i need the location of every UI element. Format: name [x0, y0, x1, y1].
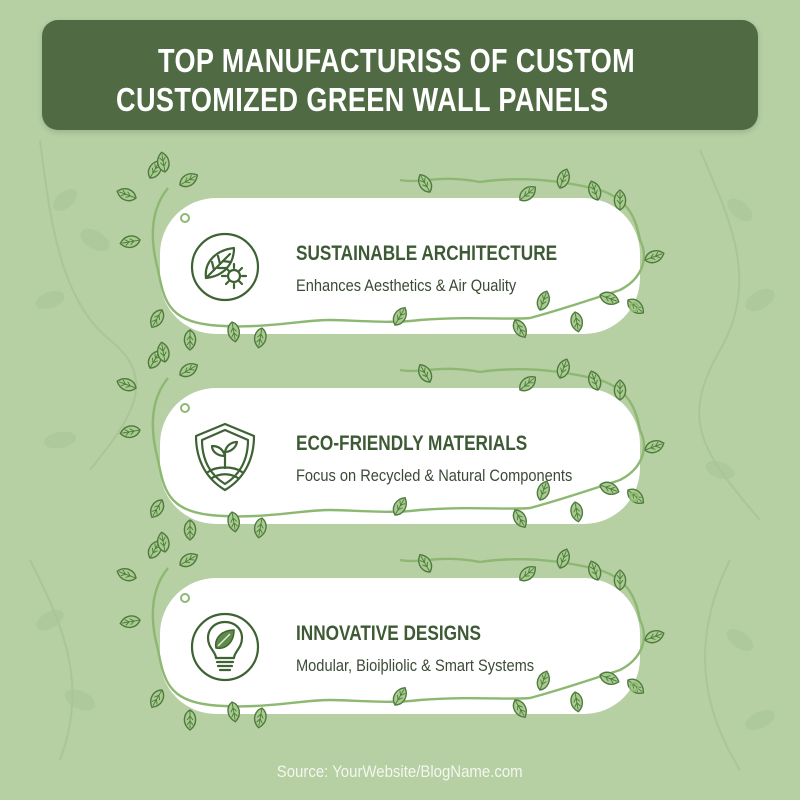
source-credit: Source: YourWebsite/BlogName.com — [0, 762, 800, 782]
page-title-line-1: TOP MANUFACTURISS OF CUSTOM — [158, 42, 636, 79]
source-text: Source: YourWebsite/BlogName.com — [277, 762, 523, 781]
card-eco-friendly-materials: ECO-FRIENDLY MATERIALS Focus on Recycled… — [160, 388, 640, 524]
title-banner: TOP MANUFACTURISS OF CUSTOM CUSTOMIZED G… — [42, 20, 758, 130]
page-title-line-2: CUSTOMIZED GREEN WALL PANELS — [116, 81, 609, 118]
card-subtitle: Modular, Bioiþliolic & Smart Systems — [296, 656, 535, 675]
card-title: INNOVATIVE DESIGNS — [296, 622, 481, 645]
card-subtitle: Focus on Recycled & Natural Components — [296, 466, 573, 485]
shield-sprout-icon — [194, 422, 256, 492]
card-subtitle: Enhances Aesthetics & Air Quality — [296, 276, 517, 295]
card-title: ECO-FRIENDLY MATERIALS — [296, 432, 528, 455]
lightbulb-leaf-icon — [190, 612, 260, 682]
card-innovative-designs: INNOVATIVE DESIGNS Modular, Bioiþliolic … — [160, 578, 640, 714]
card-sustainable-architecture: SUSTAINABLE ARCHITECTURE Enhances Aesthe… — [160, 198, 640, 334]
card-title: SUSTAINABLE ARCHITECTURE — [296, 242, 558, 265]
leaf-gear-icon — [190, 232, 260, 302]
